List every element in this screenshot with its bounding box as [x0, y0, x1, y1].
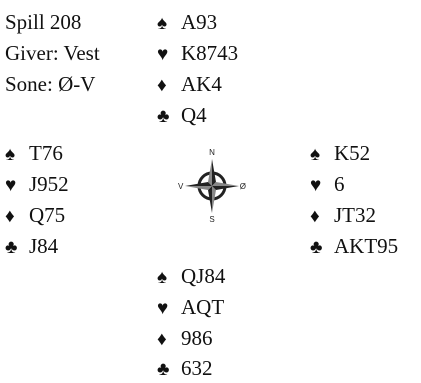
west-diamonds-row: ♦ Q75: [5, 203, 65, 229]
north-clubs-row: ♣ Q4: [157, 103, 207, 129]
compass-west-label: V: [178, 182, 184, 191]
west-hearts: J952: [29, 172, 69, 196]
south-diamonds-row: ♦ 986: [157, 326, 213, 352]
south-spades: QJ84: [181, 264, 226, 288]
heart-icon: ♥: [5, 175, 17, 196]
north-clubs: Q4: [181, 103, 207, 127]
north-hearts: K8743: [181, 41, 239, 65]
south-diamonds: 986: [181, 326, 213, 350]
north-spades-row: ♠ A93: [157, 10, 217, 36]
north-spades: A93: [181, 10, 218, 34]
north-diamonds-row: ♦ AK4: [157, 72, 222, 98]
diamond-icon: ♦: [157, 75, 167, 96]
diamond-icon: ♦: [5, 206, 15, 227]
diamond-icon: ♦: [310, 206, 320, 227]
west-hearts-row: ♥ J952: [5, 172, 69, 198]
compass-north-label: N: [209, 148, 215, 157]
heart-icon: ♥: [157, 44, 169, 65]
spade-icon: ♠: [157, 13, 168, 34]
heart-icon: ♥: [310, 175, 322, 196]
east-clubs: AKT95: [334, 234, 399, 258]
dealer-label: Giver: Vest: [5, 41, 100, 65]
west-clubs-row: ♣ J84: [5, 234, 58, 260]
east-diamonds-row: ♦ JT32: [310, 203, 376, 229]
compass-east-label: Ø: [240, 182, 246, 191]
club-icon: ♣: [310, 237, 323, 258]
west-diamonds: Q75: [29, 203, 66, 227]
spade-icon: ♠: [310, 144, 321, 165]
west-spades-row: ♠ T76: [5, 141, 63, 167]
north-diamonds: AK4: [181, 72, 222, 96]
spade-icon: ♠: [157, 267, 168, 288]
board-number: Spill 208: [5, 10, 82, 34]
compass-south-label: S: [209, 215, 214, 224]
east-diamonds: JT32: [334, 203, 376, 227]
north-hearts-row: ♥ K8743: [157, 41, 238, 67]
east-hearts: 6: [334, 172, 345, 196]
spade-icon: ♠: [5, 144, 16, 165]
south-hearts-row: ♥ AQT: [157, 295, 224, 321]
east-spades-row: ♠ K52: [310, 141, 370, 167]
west-spades: T76: [29, 141, 63, 165]
east-spades: K52: [334, 141, 371, 165]
diamond-icon: ♦: [157, 329, 167, 350]
club-icon: ♣: [157, 359, 170, 380]
east-clubs-row: ♣ AKT95: [310, 234, 398, 260]
west-clubs: J84: [29, 234, 59, 258]
east-hearts-row: ♥6: [310, 172, 345, 198]
south-clubs: 632: [181, 356, 213, 380]
compass-rose-icon: N S V Ø: [178, 148, 246, 224]
south-hearts: AQT: [181, 295, 225, 319]
south-clubs-row: ♣ 632: [157, 356, 213, 382]
club-icon: ♣: [157, 106, 170, 127]
heart-icon: ♥: [157, 298, 169, 319]
club-icon: ♣: [5, 237, 18, 258]
vulnerability-label: Sone: Ø-V: [5, 72, 96, 96]
south-spades-row: ♠ QJ84: [157, 264, 225, 290]
